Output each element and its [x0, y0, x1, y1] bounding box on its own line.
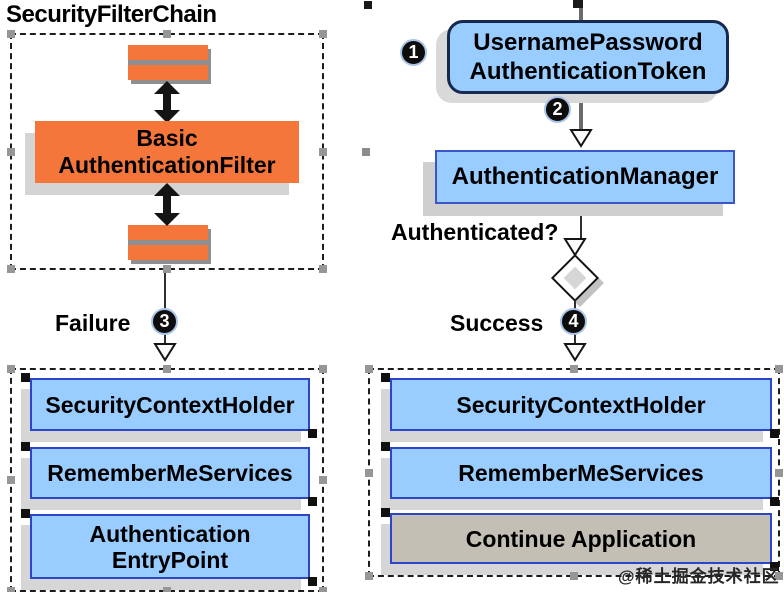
filter-placeholder-bars-top: [128, 45, 208, 80]
selection-handle: [770, 562, 779, 571]
step-badge-2: 2: [544, 96, 571, 123]
selection-handle: [308, 429, 317, 438]
filter-placeholder-bar: [128, 45, 208, 60]
selection-handle: [21, 509, 30, 518]
success-branch-container: SecurityContextHolder RememberMeServices…: [365, 365, 783, 580]
step-badge-4: 4: [560, 308, 587, 335]
selection-handle: [570, 572, 578, 580]
security-context-holder-box: SecurityContextHolder: [381, 373, 779, 438]
selection-handle: [770, 497, 779, 506]
double-arrow-icon: [154, 81, 180, 123]
box-label-line1: UsernamePassword: [473, 29, 703, 56]
selection-handle: [163, 265, 171, 273]
double-arrow-icon: [154, 183, 180, 226]
security-context-holder-box: SecurityContextHolder: [21, 373, 317, 438]
filter-placeholder-bars-bottom: [128, 225, 208, 260]
arrow-up-icon: [154, 183, 180, 196]
selection-handle: [7, 147, 15, 156]
arrowhead-down-icon: [563, 238, 587, 257]
selection-handle: [319, 587, 327, 592]
selection-handle: [365, 468, 373, 477]
flow-line: [579, 88, 583, 130]
filter-placeholder-bar: [128, 225, 208, 240]
selection-handle: [7, 265, 15, 273]
box-label-line1: Authentication: [89, 520, 251, 547]
selection-handle: [775, 365, 783, 373]
username-password-authentication-token-box: UsernamePassword AuthenticationToken: [447, 20, 729, 94]
box-label-line1: RememberMeServices: [458, 460, 704, 486]
selection-handle: [163, 365, 171, 373]
selection-handle: [319, 147, 327, 156]
selection-handle: [7, 30, 15, 38]
box-label: AuthenticationManager: [451, 163, 719, 190]
security-filter-chain-title: SecurityFilterChain: [6, 1, 217, 28]
arrow-up-icon: [154, 81, 180, 94]
selection-handle: [365, 365, 373, 373]
selection-handle: [7, 476, 15, 484]
selection-handle: [319, 30, 327, 38]
selection-handle: [775, 572, 783, 580]
selection-handle: [381, 508, 390, 517]
security-filter-chain-container: Basic AuthenticationFilter: [7, 30, 327, 273]
diamond-inner: [563, 266, 587, 290]
selection-handle: [163, 30, 171, 38]
selection-handle: [570, 365, 578, 373]
failure-branch-container: SecurityContextHolder RememberMeServices…: [7, 365, 327, 592]
remember-me-services-box: RememberMeServices: [21, 442, 317, 506]
selection-handle: [308, 577, 317, 586]
selection-handle: [364, 1, 372, 9]
decision-question-label: Authenticated?: [391, 219, 559, 245]
arrowhead-down-icon: [569, 129, 593, 148]
box-label-line1: RememberMeServices: [47, 460, 293, 486]
box-label-line1: SecurityContextHolder: [456, 391, 706, 418]
success-label: Success: [450, 310, 544, 336]
bar-divider: [128, 240, 208, 245]
continue-application-box: Continue Application: [381, 508, 779, 571]
selection-handle: [381, 442, 390, 451]
authentication-manager-box: AuthenticationManager: [435, 150, 735, 204]
selection-handle: [7, 587, 15, 592]
selection-handle: [770, 429, 779, 438]
selection-handle: [319, 365, 327, 373]
selection-handle: [381, 373, 390, 382]
selection-handle: [365, 572, 373, 580]
selection-handle: [319, 476, 327, 484]
box-label-line2: EntryPoint: [111, 546, 229, 573]
selection-handle: [163, 587, 171, 592]
selection-handle: [21, 373, 30, 382]
remember-me-services-box: RememberMeServices: [381, 442, 779, 506]
failure-label: Failure: [55, 310, 131, 336]
filter-placeholder-bar: [128, 245, 208, 260]
box-label-line2: AuthenticationFilter: [58, 152, 276, 178]
box-label-line1: Basic: [136, 125, 198, 151]
arrow-down-icon: [154, 213, 180, 226]
arrow-down-icon: [154, 110, 180, 123]
filter-placeholder-bar: [128, 65, 208, 80]
selection-handle: [319, 265, 327, 273]
arrowhead-down-icon: [563, 343, 587, 362]
basic-authentication-filter-box: Basic AuthenticationFilter: [35, 121, 299, 183]
watermark: @稀土掘金技术社区: [618, 567, 780, 586]
authentication-entry-point-box: Authentication EntryPoint: [21, 509, 317, 586]
bar-divider: [128, 60, 208, 65]
selection-handle: [7, 365, 15, 373]
step-badge-3: 3: [151, 308, 178, 335]
selection-handle: [573, 0, 583, 8]
selection-handle: [308, 497, 317, 506]
selection-handle: [362, 148, 370, 156]
selection-handle: [775, 468, 783, 477]
flow-line: [580, 200, 582, 240]
flow-line: [579, 0, 583, 21]
arrowhead-down-icon: [153, 343, 177, 362]
box-label-line1: SecurityContextHolder: [45, 391, 295, 418]
box-label-line1: Continue Application: [465, 525, 697, 552]
failure-flow-line: [164, 268, 166, 344]
step-badge-1: 1: [400, 39, 427, 66]
box-label-line2: AuthenticationToken: [469, 58, 707, 85]
selection-handle: [21, 442, 30, 451]
